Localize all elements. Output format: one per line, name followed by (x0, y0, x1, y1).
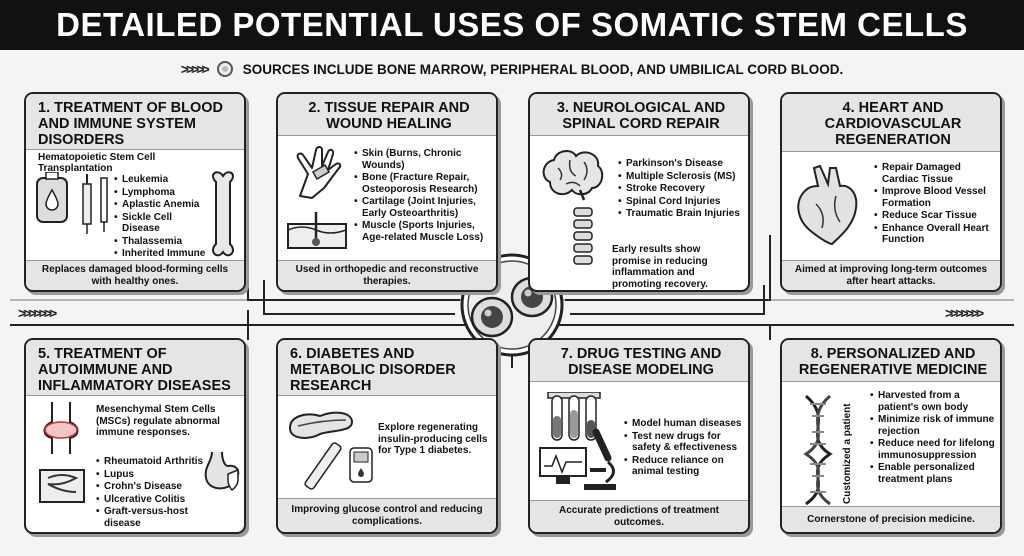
chevrons-left-icon: >>>>>>> (18, 305, 57, 321)
side-label: Customized a patient (842, 403, 853, 504)
card-tissue-repair: 2. TISSUE REPAIR AND WOUND HEALING Skin … (276, 92, 498, 292)
insulin-pen-icon (304, 442, 342, 490)
list-item: Spinal Cord Injuries (618, 196, 748, 208)
card-footer: Improving glucose control and reducing c… (278, 498, 496, 532)
card-title: 2. TISSUE REPAIR AND WOUND HEALING (278, 94, 496, 136)
syringe-icon (82, 174, 108, 234)
list-item: Lupus (96, 469, 216, 481)
intestine-icon (39, 469, 85, 503)
list-item: Parkinson's Disease (618, 158, 748, 170)
inflamed-knee-icon (43, 402, 79, 454)
skin-layer-icon (287, 212, 347, 249)
stomach-shield-icon (204, 451, 240, 491)
list-item: Test new drugs for safety & effectivenes… (624, 431, 748, 454)
spine-icon (573, 207, 593, 265)
list-item: Bone (Fracture Repair, Osteoporosis Rese… (354, 172, 496, 195)
list-item: Sickle Cell Disease (114, 212, 212, 235)
card-footer: Accurate predictions of treatment outcom… (530, 500, 748, 532)
list-item: Harvested from a patient's own body (870, 390, 998, 413)
card-note: Mesenchymal Stem Cells (MSCs) regulate a… (96, 404, 220, 438)
card-note: Early results show promise in reducing i… (612, 244, 708, 290)
list-item: Enhance Overall Heart Function (874, 223, 998, 246)
list-item: Thalassemia (114, 236, 212, 248)
card-autoimmune: 5. TREATMENT OF AUTOIMMUNE AND INFLAMMAT… (24, 338, 246, 534)
list-item: Crohn's Disease (96, 481, 216, 493)
list-item: Traumatic Brain Injuries (618, 208, 748, 220)
pancreas-icon (288, 411, 354, 439)
list-item: Skin (Burns, Chronic Wounds) (354, 148, 496, 171)
list-item: Repair Damaged Cardiac Tissue (874, 162, 998, 185)
cell-coin-icon (216, 61, 233, 77)
card-title: 1. TREATMENT OF BLOOD AND IMMUNE SYSTEM … (26, 94, 244, 150)
page-title: DETAILED POTENTIAL USES OF SOMATIC STEM … (0, 0, 1024, 50)
list-item: Cartilage (Joint Injuries, Early Osteoar… (354, 196, 496, 219)
card-footer: Aimed at improving long-term outcomes af… (782, 260, 1000, 290)
subtitle-row: >>>>> SOURCES INCLUDE BONE MARROW, PERIP… (0, 54, 1024, 84)
card-footer: Used in orthopedic and reconstructive th… (278, 260, 496, 290)
card-footer: Cornerstone of precision medicine. (782, 506, 1000, 532)
card-title: 6. DIABETES AND METABOLIC DISORDER RESEA… (278, 340, 496, 396)
card-note: Explore regenerating insulin-producing c… (378, 422, 488, 456)
card-title: 3. NEUROLOGICAL AND SPINAL CORD REPAIR (530, 94, 748, 136)
list-item: Reduce reliance on animal testing (624, 455, 748, 478)
list-item: Reduce Scar Tissue (874, 210, 998, 222)
microscope-icon (584, 428, 616, 490)
card-title: 5. TREATMENT OF AUTOIMMUNE AND INFLAMMAT… (26, 340, 244, 396)
card-blood-immune: 1. TREATMENT OF BLOOD AND IMMUNE SYSTEM … (24, 92, 246, 292)
list-item: Stroke Recovery (618, 183, 748, 195)
glucose-meter-icon (349, 447, 373, 483)
list-item: Graft-versus-host disease (96, 506, 216, 529)
list-item: Leukemia (114, 174, 212, 186)
card-diabetes: 6. DIABETES AND METABOLIC DISORDER RESEA… (276, 338, 498, 534)
heart-icon (797, 164, 858, 246)
list-item: Ulcerative Colitis (96, 494, 216, 506)
blood-bag-icon (36, 172, 68, 223)
list-item: Minimize risk of immune rejection (870, 414, 998, 437)
test-tubes-icon (547, 392, 601, 441)
list-item: Multiple Sclerosis (MS) (618, 171, 748, 183)
card-heart: 4. HEART AND CARDIOVASCULAR REGENERATION… (780, 92, 1002, 292)
list-item: Improve Blood Vessel Formation (874, 186, 998, 209)
bone-icon (212, 171, 234, 257)
card-subtitle: Hematopoietic Stem Cell Transplantation (38, 152, 156, 174)
list-item: Reduce need for lifelong immunosuppressi… (870, 438, 998, 461)
card-drug-testing: 7. DRUG TESTING AND DISEASE MODELING Mod… (528, 338, 750, 534)
card-title: 7. DRUG TESTING AND DISEASE MODELING (530, 340, 748, 382)
card-footer: Replaces damaged blood-forming cells wit… (26, 260, 244, 290)
bandaged-hand-icon (296, 146, 342, 199)
card-title: 8. PERSONALIZED AND REGENERATIVE MEDICIN… (782, 340, 1000, 382)
chevrons-icon: >>>>> (180, 61, 210, 77)
list-item: Enable personalized treatment plans (870, 462, 998, 485)
list-item: Rheumatoid Arthritis (96, 456, 216, 468)
list-item: Aplastic Anemia (114, 199, 212, 211)
dna-icon (803, 394, 833, 506)
chevrons-right-icon: >>>>>>> (945, 305, 984, 321)
card-personalized: 8. PERSONALIZED AND REGENERATIVE MEDICIN… (780, 338, 1002, 534)
card-title: 4. HEART AND CARDIOVASCULAR REGENERATION (782, 94, 1000, 152)
sources-subtitle: SOURCES INCLUDE BONE MARROW, PERIPHERAL … (242, 61, 844, 77)
list-item: Model human diseases (624, 418, 748, 430)
list-item: Muscle (Sports Injuries, Age-related Mus… (354, 220, 496, 243)
monitor-icon (539, 447, 587, 484)
list-item: Lymphoma (114, 187, 212, 199)
brain-icon (542, 150, 604, 201)
card-neurological: 3. NEUROLOGICAL AND SPINAL CORD REPAIR P… (528, 92, 750, 292)
